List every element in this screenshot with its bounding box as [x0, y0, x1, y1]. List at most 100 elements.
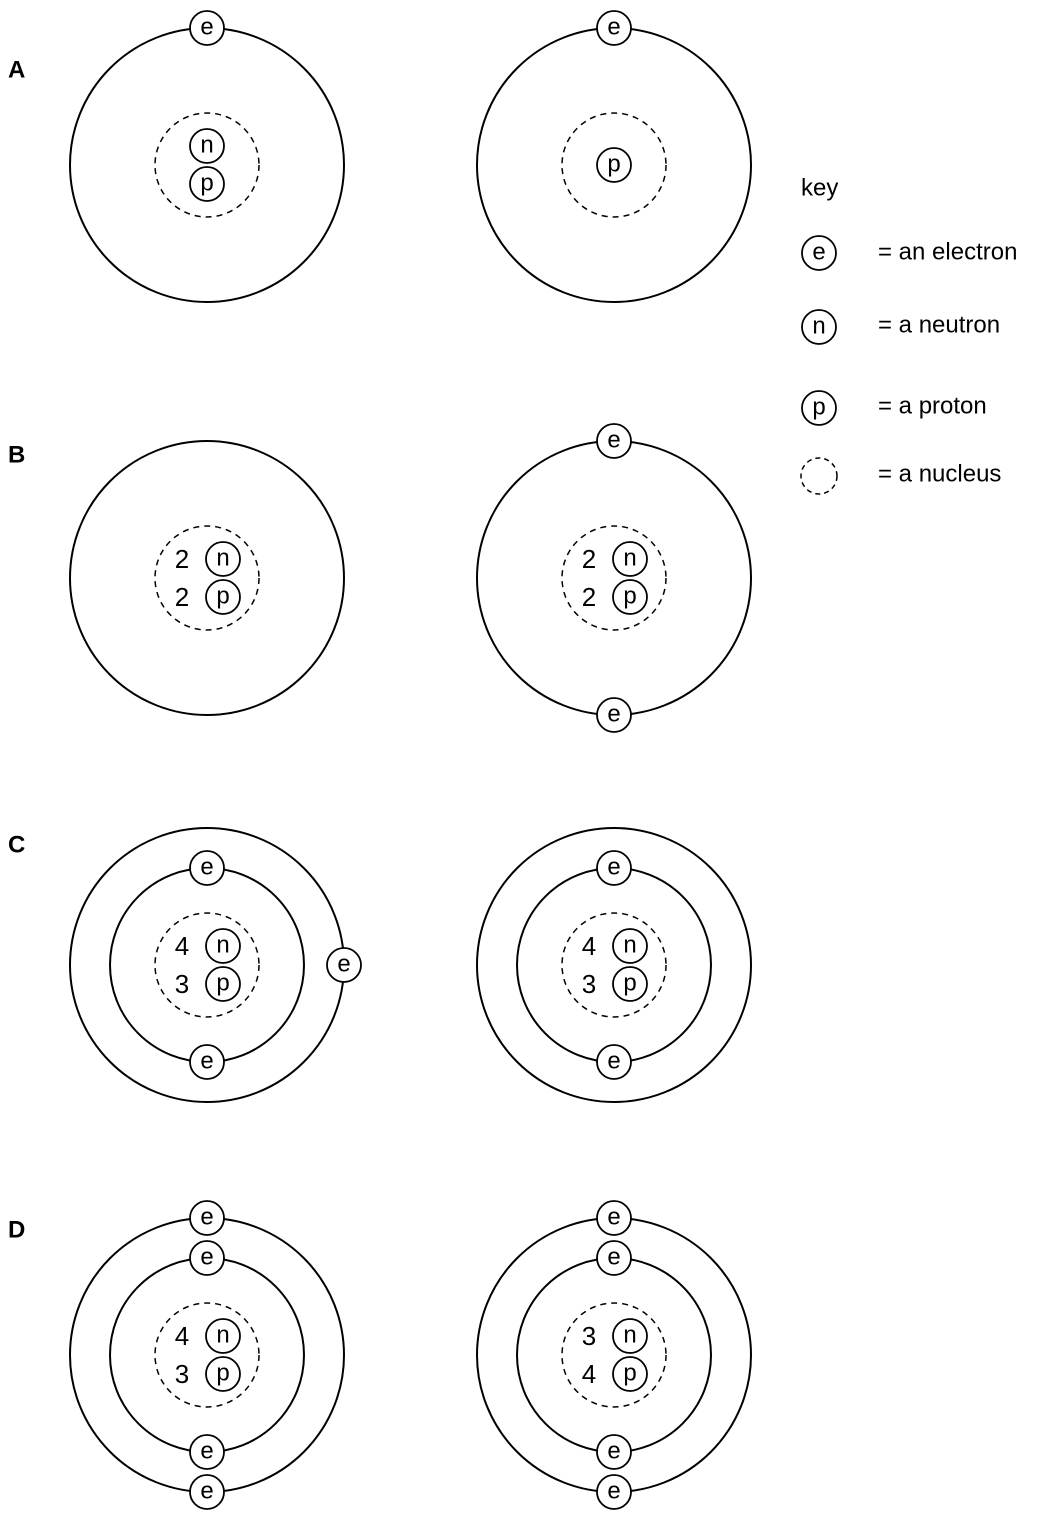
- electron-shell-1: [109, 1257, 305, 1453]
- nucleus-boundary: [561, 1302, 667, 1408]
- proton-key-symbol: p: [812, 394, 825, 421]
- proton: p: [205, 1356, 241, 1392]
- proton-symbol: p: [623, 583, 636, 610]
- electron-symbol: e: [607, 1204, 620, 1231]
- proton: p: [205, 579, 241, 615]
- electron-circle: [189, 1474, 225, 1510]
- neutron: n: [205, 928, 241, 964]
- electron-symbol: e: [607, 1048, 620, 1075]
- proton: p: [189, 166, 225, 202]
- nucleus-key-icon: [800, 457, 838, 495]
- electron-shell-2: [476, 827, 752, 1103]
- neutron-symbol: n: [216, 1322, 229, 1349]
- key-item-proton: p = a proton: [801, 390, 987, 426]
- electron-circle: [596, 423, 632, 459]
- electron: e: [189, 1434, 225, 1470]
- nucleus-boundary: [561, 525, 667, 631]
- atom-rows: AnpepeBnp22np22eeCnp43eeenp43eeDnp43eeee…: [8, 10, 752, 1510]
- proton-key-label: = a proton: [878, 393, 987, 420]
- neutron-count: 4: [175, 931, 189, 961]
- electron-symbol: e: [200, 1204, 213, 1231]
- proton-count: 2: [582, 582, 596, 612]
- electron-symbol: e: [607, 14, 620, 41]
- neutron-symbol: n: [216, 545, 229, 572]
- electron-symbol: e: [200, 1244, 213, 1271]
- proton-symbol: p: [216, 970, 229, 997]
- electron: e: [596, 1044, 632, 1080]
- proton-symbol: p: [623, 970, 636, 997]
- row-label: D: [8, 1217, 25, 1244]
- proton: p: [612, 1356, 648, 1392]
- neutron: n: [612, 541, 648, 577]
- electron-symbol: e: [200, 1478, 213, 1505]
- proton-count: 4: [582, 1359, 596, 1389]
- neutron-symbol: n: [200, 132, 213, 159]
- neutron-count: 2: [582, 544, 596, 574]
- proton-symbol: p: [623, 1360, 636, 1387]
- row-label: B: [8, 442, 25, 469]
- electron-symbol: e: [200, 1438, 213, 1465]
- proton-count: 2: [175, 582, 189, 612]
- electron: e: [326, 947, 362, 983]
- electron-circle: [326, 947, 362, 983]
- atom-a-1: np e: [69, 10, 345, 303]
- key-item-neutron: n = a neutron: [801, 309, 1000, 345]
- proton-symbol: p: [216, 583, 229, 610]
- electron-symbol: e: [607, 854, 620, 881]
- proton-symbol: p: [200, 170, 213, 197]
- nucleus-boundary: [154, 1302, 260, 1408]
- neutron-count: 2: [175, 544, 189, 574]
- electron-symbol: e: [200, 1048, 213, 1075]
- neutron: n: [612, 928, 648, 964]
- electron: e: [189, 1240, 225, 1276]
- atom-c-2: np4 3 e e: [476, 827, 752, 1103]
- electron-circle: [596, 1434, 632, 1470]
- electron-shell-1: [516, 1257, 712, 1453]
- neutron-key-label: = a neutron: [878, 312, 1000, 339]
- neutron: n: [205, 1318, 241, 1354]
- neutron-circle: [205, 928, 241, 964]
- nucleus-boundary: [561, 912, 667, 1018]
- electron-symbol: e: [607, 1244, 620, 1271]
- electron-circle: [596, 1044, 632, 1080]
- proton: p: [612, 966, 648, 1002]
- proton: p: [612, 579, 648, 615]
- electron-circle: [189, 850, 225, 886]
- proton-symbol: p: [216, 1360, 229, 1387]
- key-title: key: [801, 175, 838, 202]
- neutron: n: [205, 541, 241, 577]
- proton: p: [205, 966, 241, 1002]
- proton-symbol: p: [607, 151, 620, 178]
- neutron-symbol: n: [216, 932, 229, 959]
- electron-key-label: = an electron: [878, 239, 1017, 266]
- proton-circle: [596, 147, 632, 183]
- proton-count: 3: [582, 969, 596, 999]
- electron-circle: [596, 697, 632, 733]
- neutron-count: 4: [582, 931, 596, 961]
- electron-key-icon: [801, 235, 837, 271]
- proton-circle: [612, 966, 648, 1002]
- electron-circle: [596, 1474, 632, 1510]
- neutron-circle: [189, 128, 225, 164]
- atom-b-1: np2 2: [69, 440, 345, 716]
- proton: p: [596, 147, 632, 183]
- electron: e: [189, 1044, 225, 1080]
- atom-a-2: pe: [476, 10, 752, 303]
- electron-symbol: e: [607, 427, 620, 454]
- electron-circle: [189, 1434, 225, 1470]
- electron-circle: [189, 1240, 225, 1276]
- neutron-circle: [612, 928, 648, 964]
- electron-symbol: e: [200, 14, 213, 41]
- proton-circle: [205, 1356, 241, 1392]
- electron-shell-1: [476, 440, 752, 716]
- electron: e: [596, 1200, 632, 1236]
- electron-shell-1: [69, 27, 345, 303]
- electron: e: [596, 10, 632, 46]
- key-panel: key e = an electron n = a neutron p = a …: [800, 175, 1017, 495]
- proton-count: 3: [175, 1359, 189, 1389]
- electron-symbol: e: [200, 854, 213, 881]
